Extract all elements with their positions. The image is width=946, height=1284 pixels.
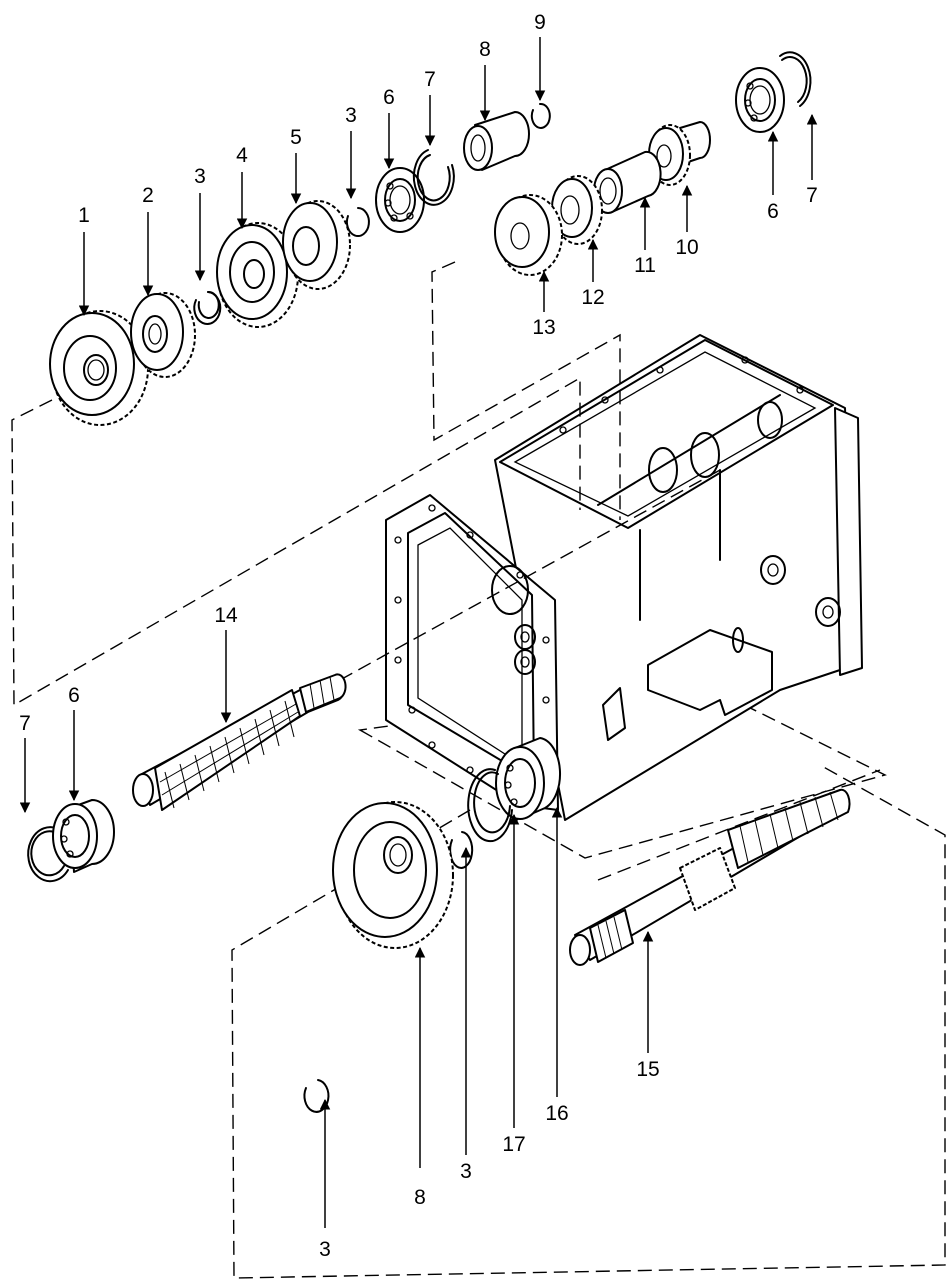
callout-7c: 7	[19, 712, 31, 735]
callout-8a: 8	[479, 38, 491, 61]
bearing-6a-icon	[375, 167, 425, 233]
splined-shaft-14-icon	[132, 673, 347, 811]
callout-5: 5	[290, 126, 302, 149]
snap-ring-3c-icon	[449, 831, 474, 869]
gear-4-icon	[216, 222, 299, 328]
callout-10: 10	[675, 236, 698, 259]
snap-ring-3a-icon	[193, 290, 222, 325]
snap-ring-9-icon	[530, 102, 551, 129]
gear-2-icon	[130, 292, 196, 378]
gear-5-icon	[282, 200, 351, 290]
assembly-lines	[11, 261, 946, 1279]
callout-7a: 7	[424, 68, 436, 91]
callout-14: 14	[214, 604, 238, 627]
bearing-16-icon	[495, 737, 562, 820]
callout-3d: 3	[319, 1238, 331, 1261]
callout-4: 4	[236, 144, 248, 167]
output-shaft-15-icon	[569, 788, 851, 966]
callout-16: 16	[545, 1102, 568, 1125]
callout-1: 1	[78, 204, 90, 227]
callout-9: 9	[534, 11, 546, 34]
callout-6b: 6	[767, 200, 779, 223]
callout-3a: 3	[194, 165, 206, 188]
callout-3b: 3	[345, 104, 357, 127]
gear-13-icon	[494, 194, 563, 276]
retaining-ring-7b-icon	[779, 51, 812, 107]
callout-3c: 3	[460, 1160, 472, 1183]
gear-8b-icon	[332, 801, 454, 949]
retaining-ring-7c-icon	[27, 826, 69, 883]
callout-8b: 8	[414, 1186, 426, 1209]
callout-11: 11	[634, 254, 656, 277]
snap-ring-3d-icon	[303, 1079, 330, 1113]
bearing-6b-icon	[735, 67, 785, 133]
callout-7b: 7	[806, 184, 818, 207]
callout-6c: 6	[68, 684, 80, 707]
callout-15: 15	[636, 1058, 659, 1081]
callout-17: 17	[502, 1133, 525, 1156]
leader-lines	[19, 37, 818, 1228]
callout-2: 2	[142, 184, 154, 207]
retaining-ring-17-icon	[467, 768, 513, 843]
retaining-ring-7a-icon	[412, 149, 455, 206]
callout-13: 13	[532, 316, 555, 339]
callout-labels: 1 2 3 4 5 3 6 7 8 9 6 7 10 11 12 13 14 7…	[19, 11, 818, 1261]
sleeve-8a-icon	[463, 111, 530, 171]
gear-1-icon	[49, 310, 149, 426]
callout-12: 12	[581, 286, 604, 309]
bearing-6c-icon	[52, 799, 115, 873]
snap-ring-3b-icon	[345, 207, 370, 237]
sleeve-11-icon	[593, 150, 662, 214]
transmission-housing-icon	[357, 334, 887, 859]
callout-6a: 6	[383, 86, 395, 109]
